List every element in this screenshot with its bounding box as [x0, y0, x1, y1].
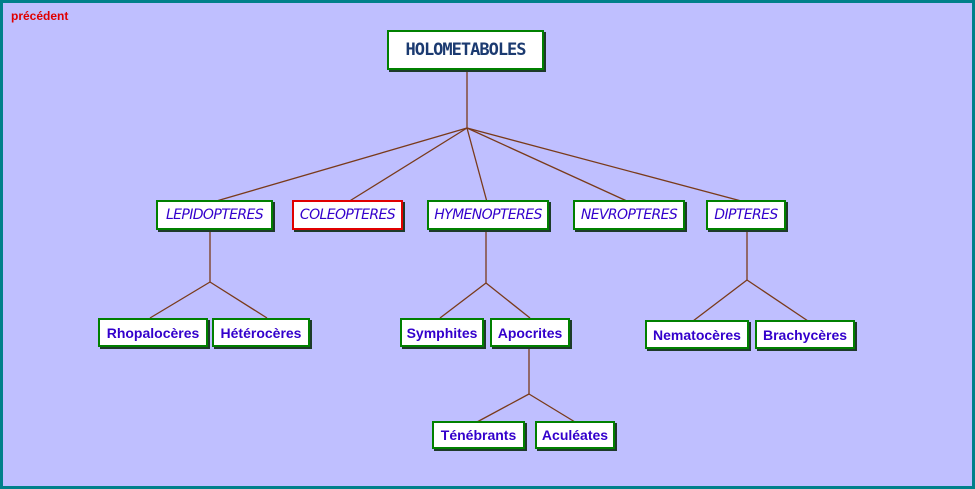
connector-root-dipteres	[466, 127, 746, 203]
node-nevropteres[interactable]: NEVROPTERES	[573, 200, 685, 230]
node-heteroceres-label: Hétérocères	[220, 324, 302, 341]
node-nevropteres-label: NEVROPTERES	[580, 207, 678, 223]
node-symphites[interactable]: Symphites	[400, 318, 484, 347]
node-symphites-label: Symphites	[406, 324, 478, 341]
node-nematoceres[interactable]: Nematocères	[645, 320, 749, 349]
node-lepidopteres[interactable]: LEPIDOPTERES	[156, 200, 273, 230]
connector-dipteres-brachyceres	[746, 279, 809, 322]
connector-root-hymenopteres	[466, 127, 488, 203]
connector-lines	[149, 70, 809, 423]
connector-hymenopteres-symphites	[439, 282, 487, 319]
node-hymenopteres[interactable]: HYMENOPTERES	[427, 200, 549, 230]
node-apocrites[interactable]: Apocrites	[490, 318, 570, 347]
node-apocrites-label: Apocrites	[497, 324, 563, 341]
connector-dipteres-nematoceres	[692, 279, 748, 322]
node-dipteres-label: DIPTERES	[714, 207, 778, 223]
node-tenebrants-label: Ténébrants	[440, 427, 517, 443]
node-holometaboles-label: HOLOMETABOLES	[405, 40, 526, 60]
connector-apocrites-aculeates	[528, 393, 576, 423]
node-brachyceres-label: Brachycères	[762, 326, 848, 343]
node-heteroceres[interactable]: Hétérocères	[212, 318, 310, 347]
connector-root-nevropteres	[466, 127, 630, 203]
connector-root-lepidopteres	[212, 127, 468, 203]
connector-apocrites-tenebrants	[476, 393, 530, 423]
connector-root-coleopteres	[347, 127, 468, 203]
node-brachyceres[interactable]: Brachycères	[755, 320, 855, 349]
node-lepidopteres-label: LEPIDOPTERES	[165, 207, 264, 223]
connector-hymenopteres-apocrites	[485, 282, 531, 319]
node-holometaboles[interactable]: HOLOMETABOLES	[387, 30, 544, 70]
node-rhopaloceres[interactable]: Rhopalocères	[98, 318, 208, 347]
node-rhopaloceres-label: Rhopalocères	[106, 324, 200, 341]
node-aculeates[interactable]: Aculéates	[535, 421, 615, 449]
connector-lepidopteres-heteroceres	[209, 281, 268, 319]
previous-link[interactable]: précédent	[11, 9, 69, 23]
node-coleopteres-label: COLEOPTERES	[299, 207, 396, 223]
node-tenebrants[interactable]: Ténébrants	[432, 421, 525, 449]
node-dipteres[interactable]: DIPTERES	[706, 200, 786, 230]
connector-lepidopteres-rhopaloceres	[149, 281, 211, 319]
node-coleopteres[interactable]: COLEOPTERES	[292, 200, 403, 230]
node-nematoceres-label: Nematocères	[653, 326, 741, 343]
node-aculeates-label: Aculéates	[541, 427, 609, 443]
node-hymenopteres-label: HYMENOPTERES	[434, 207, 542, 223]
